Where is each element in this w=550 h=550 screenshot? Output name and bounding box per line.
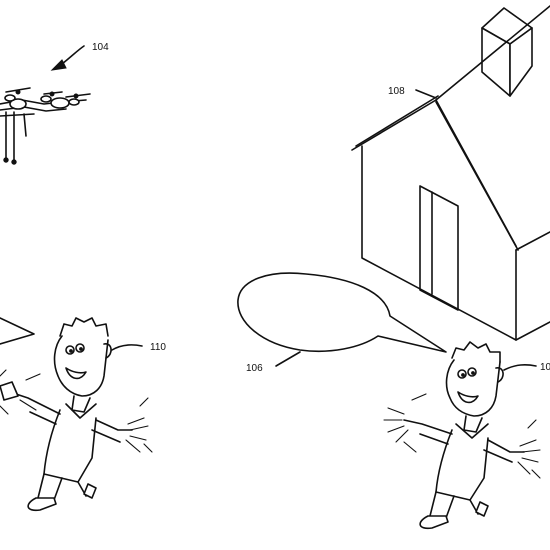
drone xyxy=(0,87,91,165)
label-110: 110 xyxy=(150,342,166,353)
speech-bubble-left-fragment xyxy=(0,317,35,345)
label-right-person: 10 xyxy=(540,362,550,373)
leader-104-arrow xyxy=(50,59,67,71)
leader-106 xyxy=(275,351,301,367)
speech-bubble xyxy=(237,272,447,353)
label-104: 104 xyxy=(92,42,109,53)
label-106: 106 xyxy=(246,363,263,374)
label-108: 108 xyxy=(388,86,405,97)
house xyxy=(351,5,550,341)
leader-110 xyxy=(111,344,143,351)
leader-108 xyxy=(415,89,437,99)
leader-104 xyxy=(61,45,85,65)
leader-right-person xyxy=(503,364,537,371)
person-left xyxy=(0,317,153,512)
person-right xyxy=(383,341,541,530)
